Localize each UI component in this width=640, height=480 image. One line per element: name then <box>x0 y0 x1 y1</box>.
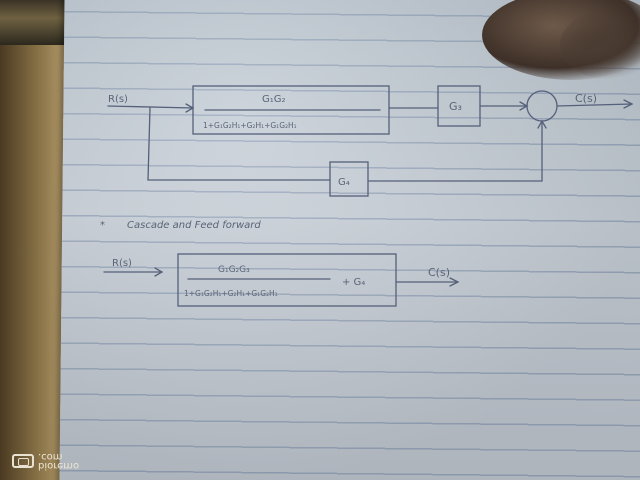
finger-shadow <box>560 10 640 80</box>
bottom-output-label: C(s) <box>428 266 450 279</box>
feedforward-path-right <box>367 120 543 182</box>
camera-icon <box>12 454 34 468</box>
block-2-label: G₃ <box>449 100 462 113</box>
output-arrow-line <box>556 103 633 107</box>
watermark-line1: bioremo <box>38 460 80 471</box>
top-input-label: R(s) <box>108 94 128 105</box>
feedforward-path-left <box>147 107 331 181</box>
bottom-input-label: R(s) <box>112 258 132 269</box>
note-text: Cascade and Feed forward <box>127 220 261 231</box>
combined-denominator: 1+G₁G₂H₁+G₂H₁+G₁G₂H₁ <box>184 289 278 298</box>
block-1 <box>192 85 390 135</box>
top-output-label: C(s) <box>575 92 597 105</box>
combined-block <box>177 253 397 307</box>
combined-numerator: G₁G₂G₃ <box>218 265 250 275</box>
plus-term: + G₄ <box>342 277 365 288</box>
summing-junction <box>526 90 558 122</box>
block-1-numerator: G₁G₂ <box>262 94 286 105</box>
note-bullet: * <box>100 220 105 231</box>
watermark: bioremo .com <box>12 451 80 471</box>
block-1-denominator: 1+G₁G₂H₁+G₂H₁+G₁G₂H₁ <box>203 121 297 130</box>
block-3-label: G₄ <box>338 177 350 188</box>
input-arrow-line <box>107 105 194 109</box>
block-3 <box>329 161 369 197</box>
